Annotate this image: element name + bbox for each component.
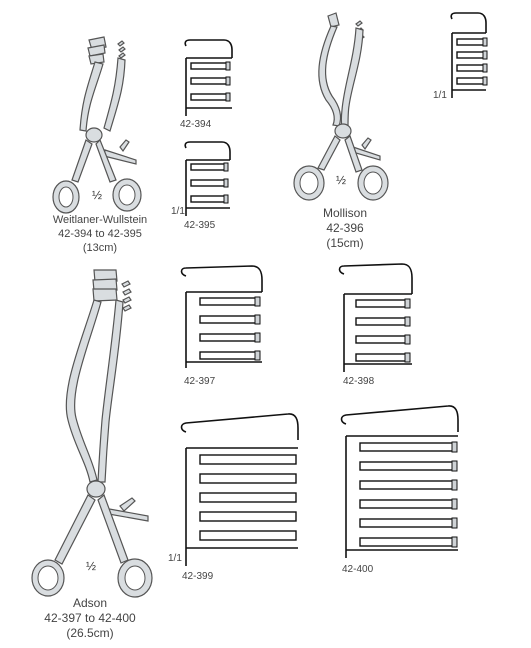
- scale-1-1-left-top: 1/1: [171, 206, 185, 217]
- weitlaner-name: Weitlaner-Wullstein: [52, 214, 148, 226]
- adson-range: 42-397 to 42-400: [44, 611, 136, 625]
- weitlaner-caption: Weitlaner-Wullstein 42-394 to 42-395 (13…: [40, 213, 160, 255]
- mollison-retractor-icon: [293, 12, 389, 201]
- scale-1-1-left-bottom: 1/1: [168, 553, 182, 564]
- scale-half-weitlaner: ½: [92, 188, 103, 202]
- blade-profile-42-394-icon: [184, 39, 233, 116]
- blade-profile-42-400-icon: [340, 405, 459, 558]
- adson-retractor-icon: [31, 269, 153, 598]
- blade-label-42-398: 42-398: [343, 376, 375, 387]
- blade-profile-42-396-icon: [450, 12, 488, 98]
- scale-half-mollison: ½: [336, 173, 347, 187]
- blade-label-42-399: 42-399: [182, 571, 214, 582]
- adson-name: Adson: [72, 596, 108, 610]
- blade-profile-42-395-icon: [184, 141, 231, 216]
- scale-half-adson: ½: [86, 559, 97, 573]
- adson-caption: Adson 42-397 to 42-400 (26.5cm): [30, 596, 150, 641]
- weitlaner-size: (13cm): [82, 242, 118, 254]
- blade-label-42-395: 42-395: [184, 220, 216, 231]
- weitlaner-wullstein-retractor-icon: [52, 36, 142, 214]
- blade-label-42-394: 42-394: [180, 119, 212, 130]
- mollison-name: Mollison: [322, 206, 367, 220]
- blade-profile-42-399-icon: [180, 413, 299, 566]
- scale-1-1-right-top: 1/1: [433, 90, 447, 101]
- mollison-range: 42-396: [326, 221, 364, 235]
- weitlaner-range: 42-394 to 42-395: [58, 228, 142, 240]
- mollison-caption: Mollison 42-396 (15cm): [300, 206, 390, 251]
- blade-profile-42-397-icon: [180, 265, 263, 368]
- adson-size: (26.5cm): [66, 626, 114, 640]
- blade-profile-42-398-icon: [338, 263, 413, 372]
- blade-label-42-400: 42-400: [342, 564, 374, 575]
- mollison-size: (15cm): [326, 236, 364, 250]
- blade-label-42-397: 42-397: [184, 376, 216, 387]
